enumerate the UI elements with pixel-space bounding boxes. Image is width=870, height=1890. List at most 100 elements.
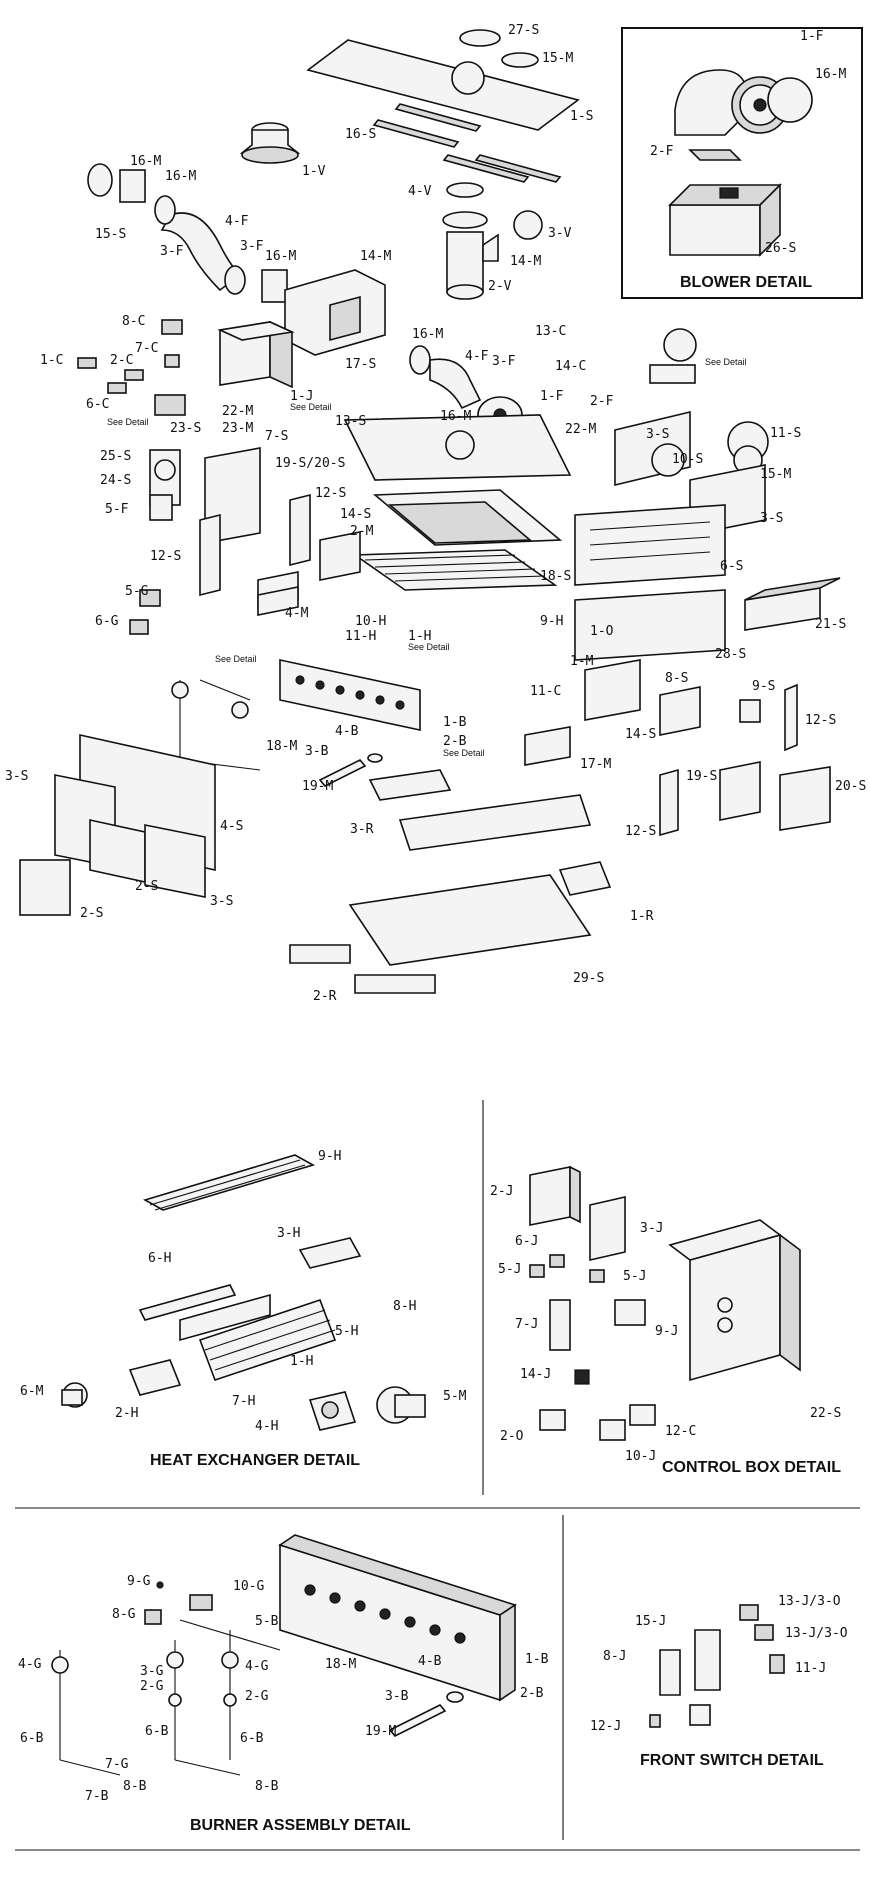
- label-8-B-b: 8-B: [255, 1779, 279, 1794]
- heat-exchanger-tubes-main: [352, 549, 558, 591]
- label-7-H: 7-H: [232, 1394, 255, 1409]
- gas-piping-part: [171, 679, 261, 771]
- label-13-S: 13-S: [335, 414, 366, 429]
- label-7-S: 7-S: [265, 429, 288, 444]
- label-3-H: 3-H: [277, 1226, 300, 1241]
- label-3-S-b: 3-S: [760, 511, 783, 526]
- tube-bank-1h-part: [198, 1298, 337, 1382]
- label-10-H: 10-H: [355, 614, 386, 629]
- label-3-J: 3-J: [640, 1221, 663, 1236]
- bracket-17s-panel: [329, 295, 361, 342]
- bar-2r-part: [289, 944, 351, 964]
- label-2-O: 2-O: [500, 1429, 524, 1444]
- see-detail-1j: See Detail: [290, 402, 332, 412]
- label-11-S: 11-S: [770, 426, 801, 441]
- see-detail-2b: See Detail: [443, 748, 485, 758]
- label-4-G-b: 4-G: [245, 1659, 269, 1674]
- label-15-S: 15-S: [95, 227, 126, 242]
- label-8-C: 8-C: [122, 314, 145, 329]
- label-1-R: 1-R: [630, 909, 654, 924]
- label-6-S: 6-S: [720, 559, 743, 574]
- top-cover-part: [306, 39, 580, 131]
- label-3-B: 3-B: [385, 1689, 409, 1704]
- label-1-H: 1-H: [290, 1354, 313, 1369]
- label-8-H: 8-H: [393, 1299, 416, 1314]
- pump-6m-part: [61, 1382, 88, 1408]
- see-detail-switch: See Detail: [107, 417, 149, 427]
- switch-1c-part: [77, 357, 97, 369]
- label-3-G: 3-G: [140, 1664, 164, 1679]
- panel-5f-part: [149, 494, 173, 521]
- gasket-ring-part-2: [501, 52, 539, 68]
- enclosure-2j-part: [529, 1165, 581, 1226]
- label-12-S-c: 12-S: [805, 713, 836, 728]
- label-1-J: 1-J: [290, 389, 313, 404]
- louver-slots: [589, 521, 711, 561]
- tube-bundle-9h-part: [142, 1154, 316, 1211]
- label-23-M: 23-M: [222, 421, 253, 436]
- panel-20s-part: [779, 766, 831, 831]
- label-2-F: 2-F: [590, 394, 614, 409]
- label-2-F: 2-F: [650, 144, 674, 159]
- switch-2c-part: [124, 369, 144, 381]
- label-7-C: 7-C: [135, 341, 158, 356]
- label-1-B: 1-B: [443, 715, 467, 730]
- label-11-C: 11-C: [530, 684, 561, 699]
- label-17-M: 17-M: [580, 757, 611, 772]
- label-10-G: 10-G: [233, 1579, 264, 1594]
- label-16-M-d: 16-M: [412, 327, 443, 342]
- label-5-J-a: 5-J: [498, 1262, 521, 1277]
- blower-bracket-part: [688, 149, 742, 161]
- label-4-H: 4-H: [255, 1419, 278, 1434]
- label-3-V: 3-V: [548, 226, 572, 241]
- sight-frame-right-part: [524, 726, 571, 766]
- rail-part-2: [394, 103, 482, 132]
- label-1-F: 1-F: [800, 29, 824, 44]
- board-12c-part: [629, 1404, 656, 1426]
- label-9-S: 9-S: [752, 679, 775, 694]
- label-3-F-c: 3-F: [492, 354, 516, 369]
- blower-housing-part: [674, 69, 813, 136]
- label-1-O: 1-O: [590, 624, 614, 639]
- see-detail-1h: See Detail: [408, 642, 450, 652]
- terminal-7j-part: [549, 1299, 571, 1351]
- header-plate-part: [179, 1293, 271, 1342]
- panel-12s-right-part: [784, 683, 798, 752]
- label-10-S: 10-S: [672, 452, 703, 467]
- label-12-J: 12-J: [590, 1719, 621, 1734]
- board-3j-part: [589, 1195, 626, 1262]
- panel-14s-part: [319, 531, 361, 581]
- burner-assembly-detail-panel: 9-G 10-G 8-G 5-B 4-G 3-G 2-G 4-G 2-G 1-B…: [18, 1534, 549, 1834]
- label-9-G: 9-G: [127, 1574, 151, 1589]
- burner-assembly-detail-title: BURNER ASSEMBLY DETAIL: [190, 1817, 411, 1834]
- label-24-S: 24-S: [100, 473, 131, 488]
- panel-24s-hole: [154, 459, 176, 481]
- label-25-S: 25-S: [100, 449, 131, 464]
- panel-19s-right-part: [719, 761, 761, 821]
- fuse-14j-part: [574, 1369, 590, 1385]
- vent-pipe-part: [442, 182, 543, 300]
- label-29-S: 29-S: [573, 971, 604, 986]
- main-exploded-view: 27-S 15-M 1-S 16-S 1-V 16-M 16-M 15-S 3-…: [5, 23, 866, 1004]
- valve-6g-part: [129, 619, 149, 635]
- refractory-1r-part: [558, 861, 612, 896]
- burner-piping-part: [51, 1619, 281, 1776]
- label-9-H: 9-H: [540, 614, 563, 629]
- label-2-G-a: 2-G: [140, 1679, 164, 1694]
- label-1-H: 1-H: [408, 629, 431, 644]
- label-1-C: 1-C: [40, 353, 63, 368]
- label-22-M-a: 22-M: [222, 404, 253, 419]
- see-detail-gas: See Detail: [215, 654, 257, 664]
- transformer-9j-part: [614, 1299, 646, 1326]
- switch-12j-part: [649, 1714, 661, 1728]
- label-20-S: 20-S: [835, 779, 866, 794]
- label-8-S: 8-S: [665, 671, 688, 686]
- label-19-S: 19-S: [686, 769, 717, 784]
- label-12-S-a: 12-S: [315, 486, 346, 501]
- label-16-M-e: 16-M: [440, 409, 471, 424]
- label-5-F: 5-F: [105, 502, 129, 517]
- header-3h-part: [298, 1237, 362, 1269]
- label-6-B-c: 6-B: [240, 1731, 264, 1746]
- label-19-M: 19-M: [365, 1724, 396, 1739]
- ring-4b-detail-part: [446, 1691, 464, 1703]
